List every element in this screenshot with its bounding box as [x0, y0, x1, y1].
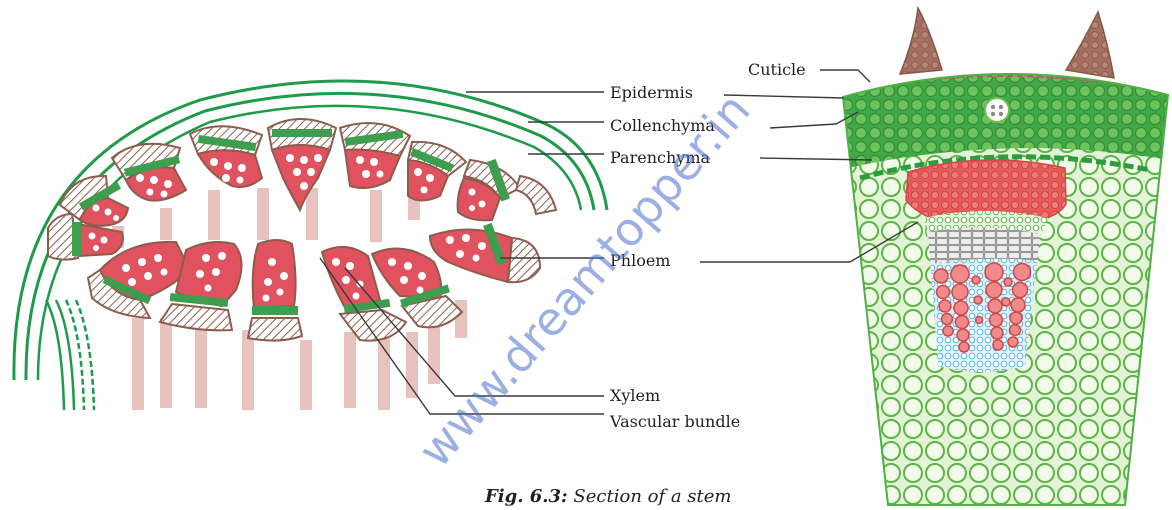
label-vascular-bundle: Vascular bundle: [609, 412, 740, 431]
label-epidermis: Epidermis: [610, 83, 693, 102]
figure-title: Section of a stem: [568, 486, 732, 507]
trichome-left: [900, 8, 942, 74]
label-cuticle: Cuticle: [748, 60, 806, 79]
stem-wedge-detail: [830, 8, 1172, 510]
trichome-right: [1066, 12, 1114, 78]
figure-number: Fig. 6.3:: [484, 486, 568, 507]
label-xylem: Xylem: [610, 386, 660, 405]
vascular-bundles-inner: [88, 240, 462, 341]
figure-caption: Fig. 6.3: Section of a stem: [484, 486, 732, 507]
